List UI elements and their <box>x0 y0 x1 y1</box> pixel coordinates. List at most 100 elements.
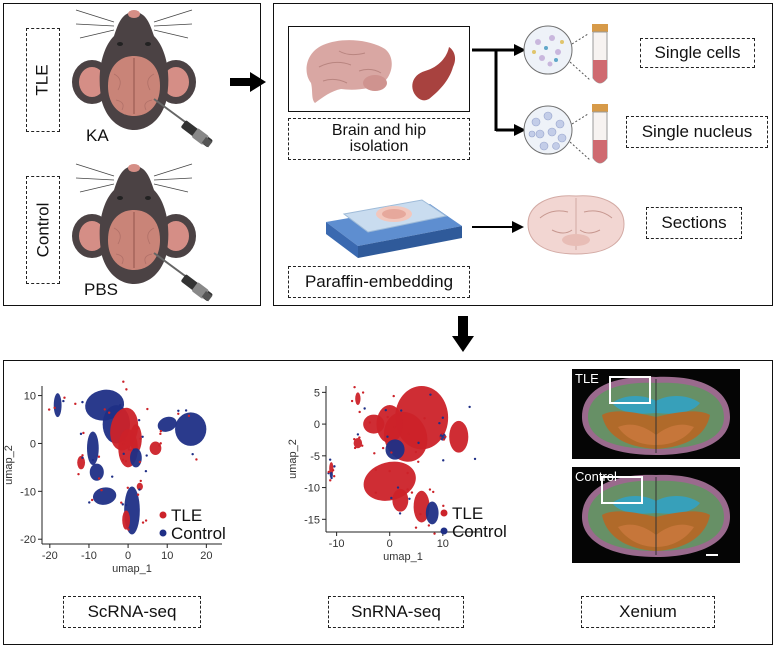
single-nucleus-label: Single nucleus <box>641 122 753 141</box>
control-group-label-box: Control <box>26 176 60 284</box>
scatter-point <box>138 460 142 464</box>
scatter-point <box>90 498 94 502</box>
scatter-point <box>390 451 393 454</box>
x-tick-label: 0 <box>387 538 393 550</box>
scatter-point <box>353 385 356 389</box>
legend-label: Control <box>171 524 226 543</box>
scatter-point <box>137 418 141 422</box>
scatter-point <box>358 410 361 414</box>
scatter-point <box>88 501 91 504</box>
scatter-point <box>100 489 103 492</box>
scatter-point <box>408 497 411 500</box>
scatter-point <box>393 425 396 429</box>
scatter-point <box>386 415 389 419</box>
scatter-point <box>138 488 141 491</box>
scatter-point <box>333 465 336 468</box>
tle-cluster-4 <box>130 424 142 454</box>
scatter-point <box>374 491 378 494</box>
scatter-point <box>137 426 140 429</box>
scatter-point <box>353 437 356 441</box>
scatter-point <box>120 501 123 504</box>
scatter-point <box>373 452 376 455</box>
control-injection-syringe <box>153 252 213 302</box>
tle-cluster-3 <box>363 414 385 434</box>
scatter-point <box>442 504 445 508</box>
scatter-point <box>158 444 161 447</box>
brain-image-box <box>288 26 470 112</box>
scatter-point <box>47 408 51 411</box>
scatter-point <box>353 446 357 450</box>
scatter-point <box>414 526 418 529</box>
y-tick-label: 0 <box>314 419 320 431</box>
scatter-point <box>81 456 84 459</box>
xenium-control-label: Control <box>575 469 617 484</box>
scatter-point <box>184 409 188 412</box>
scatter-point <box>398 512 402 515</box>
panel-mouse-models: TLE KA Control PBS <box>3 3 261 306</box>
tle-mouse-whiskers-left <box>75 9 115 39</box>
split-arrows <box>472 44 526 136</box>
scatter-point <box>103 408 106 411</box>
tle-group-label-box: TLE <box>26 28 60 132</box>
scatter-point <box>124 503 128 507</box>
x-tick-label: -10 <box>329 538 345 550</box>
scatter-point <box>419 512 422 516</box>
scatter-point <box>159 429 163 433</box>
tle-cluster-14 <box>355 392 361 406</box>
scatter-point <box>427 524 431 527</box>
legend-marker <box>159 529 167 537</box>
tle-cluster-11 <box>353 438 363 449</box>
scatter-point <box>187 414 191 418</box>
scatter-point <box>127 448 130 451</box>
paraffin-label: Paraffin-embedding <box>304 272 454 291</box>
scatter-point <box>368 421 372 424</box>
scatter-point <box>473 457 477 461</box>
scatter-point <box>127 528 130 531</box>
scatter-point <box>124 460 128 463</box>
x-tick-label: 10 <box>161 550 173 562</box>
legend-label: TLE <box>452 504 483 523</box>
scatter-point <box>392 394 395 398</box>
scatter-point <box>363 407 366 410</box>
x-tick-label: 20 <box>200 550 212 562</box>
y-tick-label: 5 <box>314 387 320 399</box>
sections-arrow-icon <box>472 221 524 233</box>
scatter-point <box>361 391 365 394</box>
control-cluster-4 <box>385 439 405 460</box>
scatter-point <box>121 458 125 462</box>
scatter-point <box>132 448 136 451</box>
scatter-point <box>62 399 65 403</box>
control-cluster-10 <box>89 463 104 481</box>
scatter-point <box>111 475 114 478</box>
control-cluster-6 <box>175 412 207 446</box>
coronal-section-illustration <box>527 195 625 255</box>
scatter-point <box>438 421 441 425</box>
sections-label: Sections <box>661 213 727 232</box>
scatter-point <box>91 458 95 462</box>
brain-isolation-label: Brain and hip isolation <box>331 122 427 155</box>
hippocampus-illustration <box>412 47 456 101</box>
scatter-point <box>82 431 85 435</box>
snrna-umap-clusters <box>327 385 477 535</box>
pbs-label: PBS <box>84 280 119 299</box>
control-cluster-13 <box>329 471 333 479</box>
scatter-point <box>139 479 142 483</box>
x-tick-label: 10 <box>437 538 449 550</box>
ka-label: KA <box>86 126 109 145</box>
scatter-point <box>406 488 409 491</box>
scatter-point <box>97 455 101 458</box>
brain-illustration <box>306 40 456 103</box>
scatter-point <box>127 445 131 449</box>
scatter-point <box>331 469 335 472</box>
scatter-point <box>432 490 435 494</box>
y-tick-label: -10 <box>20 486 36 498</box>
scatter-point <box>191 452 194 456</box>
scatter-point <box>159 432 162 436</box>
scatter-point <box>121 442 125 446</box>
scatter-point <box>195 458 198 461</box>
tle-mouse-illustration <box>72 9 213 148</box>
legend-label: TLE <box>171 506 202 525</box>
scatter-point <box>129 449 133 452</box>
